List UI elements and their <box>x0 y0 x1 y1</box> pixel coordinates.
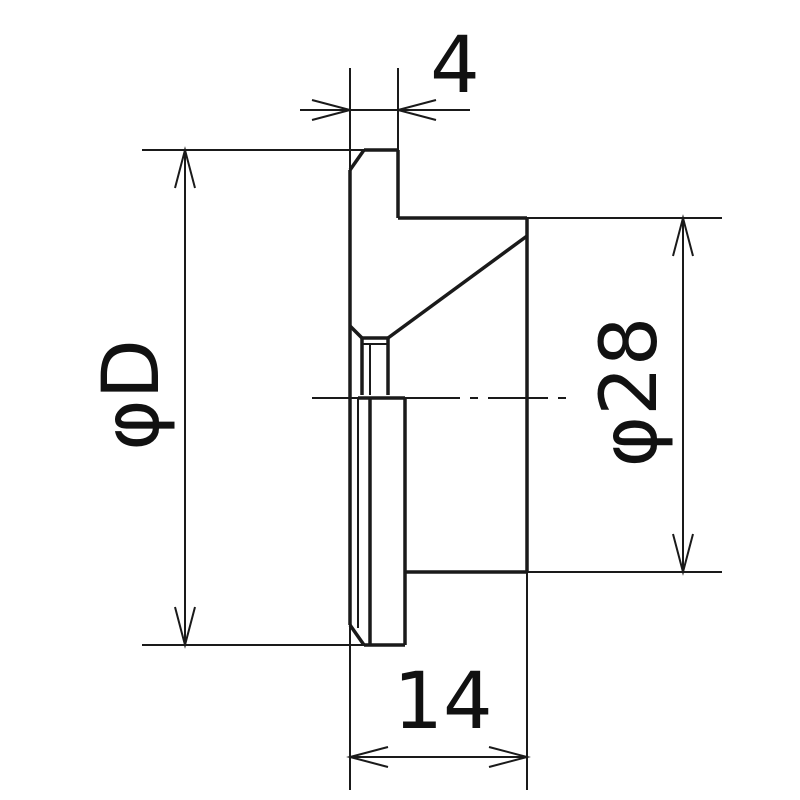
part-outline <box>348 148 529 647</box>
arrow-4-left <box>311 99 354 121</box>
dim-overall-length: 14 <box>346 657 531 768</box>
arrow-phiD-top <box>174 146 196 189</box>
dim-text-phi28: φ28 <box>585 317 675 468</box>
arrow-phi28-top <box>672 214 694 257</box>
dim-text-4: 4 <box>430 21 480 111</box>
flange-top-chamfer <box>348 148 366 172</box>
flange-bottom-chamfer <box>348 623 366 647</box>
dim-flange-thickness: 4 <box>300 21 480 121</box>
arrow-14-right <box>488 746 531 768</box>
arrow-14-left <box>346 746 389 768</box>
dim-text-phiD: φD <box>87 339 177 451</box>
dim-outer-diameter: φD <box>87 146 196 649</box>
dim-text-14: 14 <box>393 657 492 747</box>
dim-tube-diameter: φ28 <box>585 214 694 576</box>
arrow-phiD-bottom <box>174 606 196 649</box>
arrow-4-right <box>394 99 437 121</box>
arrow-phi28-bottom <box>672 533 694 576</box>
bore-inner-step <box>348 324 364 340</box>
bore-cone-line <box>386 234 529 340</box>
extension-lines <box>142 68 722 790</box>
